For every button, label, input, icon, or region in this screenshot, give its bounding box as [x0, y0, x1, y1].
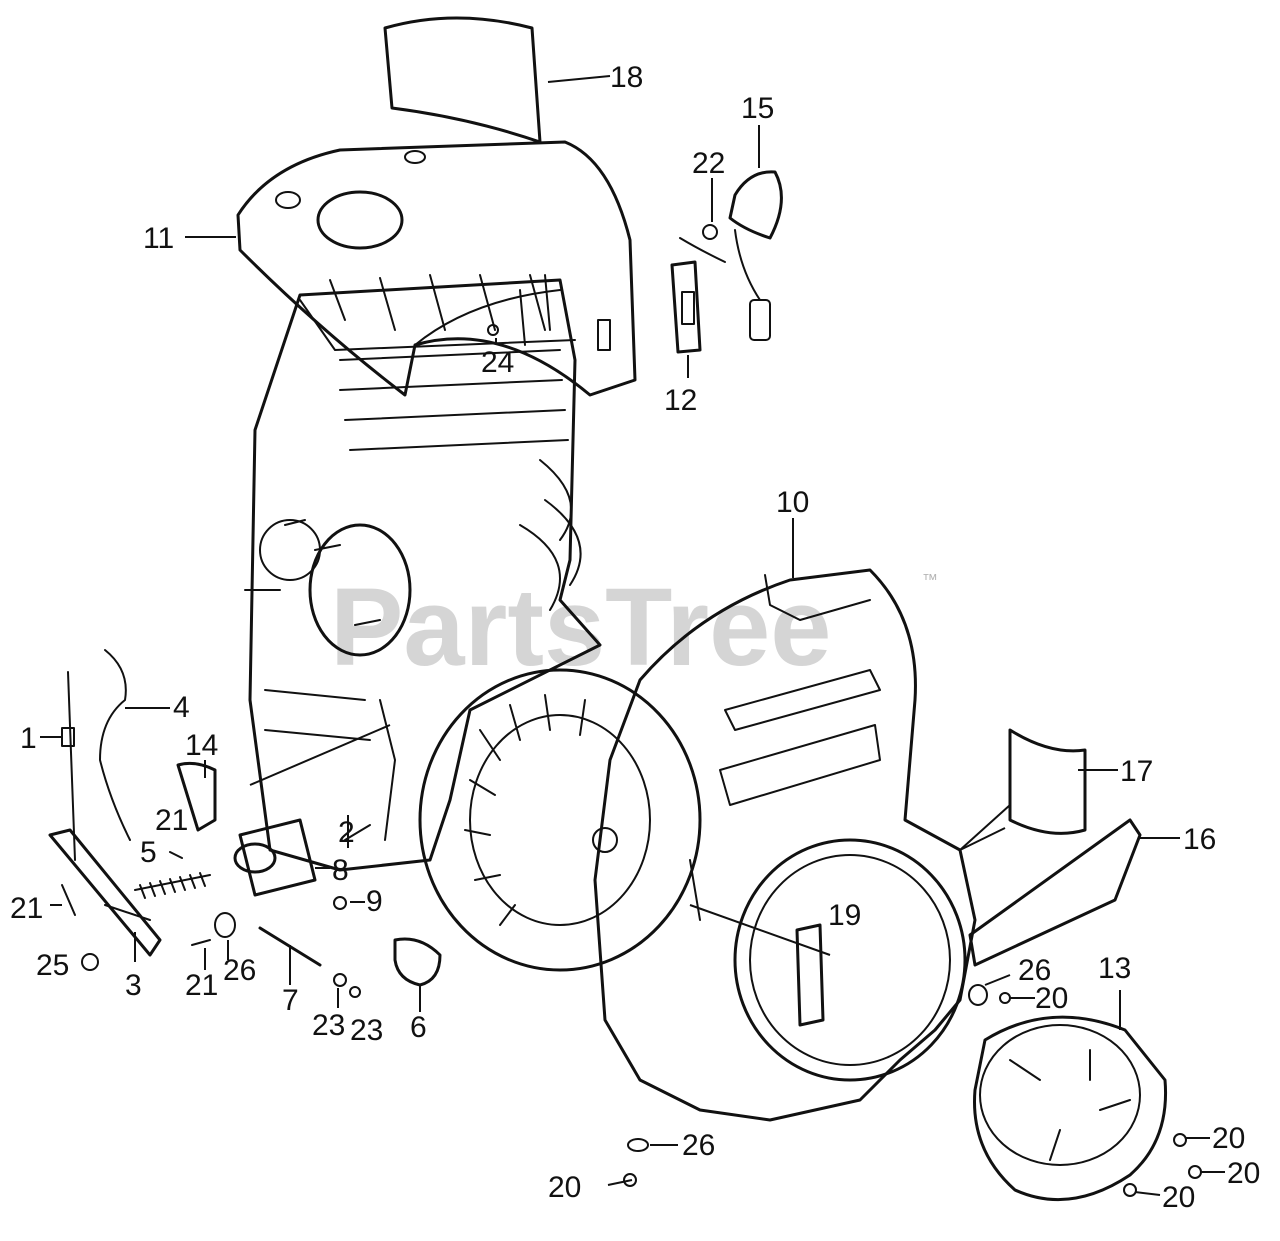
part-16-screen [968, 818, 1142, 967]
part-17-screen [1008, 728, 1087, 835]
part-4-rod [99, 649, 131, 841]
part-10-fan-housing [593, 568, 977, 1122]
callout-20b: 20 [548, 1171, 581, 1204]
callout-20c: 20 [1212, 1122, 1245, 1155]
part-23-nuts [333, 973, 361, 998]
part-15-ignition-cap [728, 170, 783, 341]
callout-4: 4 [173, 691, 190, 724]
callout-7: 7 [282, 984, 299, 1017]
callout-16: 16 [1183, 823, 1216, 856]
callout-20d: 20 [1227, 1157, 1260, 1190]
callout-3: 3 [125, 969, 142, 1002]
part-9-bolt [333, 896, 347, 910]
callout-20e: 20 [1162, 1181, 1195, 1214]
callout-1: 1 [20, 722, 37, 755]
part-8-governor-arm [233, 818, 317, 897]
callout-25: 25 [36, 949, 69, 982]
part-26-washers [214, 912, 988, 1152]
part-21-bolts [61, 851, 211, 946]
callout-13: 13 [1098, 952, 1131, 985]
callout-22: 22 [692, 147, 725, 180]
callout-23a: 23 [312, 1009, 345, 1042]
watermark-trademark: ™ [922, 572, 938, 589]
callout-17: 17 [1120, 755, 1153, 788]
callout-26b: 26 [1018, 954, 1051, 987]
part-5-spring [134, 872, 211, 899]
callout-2: 2 [338, 816, 355, 849]
part-12-plate [670, 260, 702, 354]
callout-20a: 20 [1035, 982, 1068, 1015]
callout-21b: 21 [10, 892, 43, 925]
callout-26c: 26 [682, 1129, 715, 1162]
part-3-lever [48, 828, 162, 957]
callout-19: 19 [828, 899, 861, 932]
part-18-seal-strip [383, 16, 542, 144]
callout-15: 15 [741, 92, 774, 125]
part-6-knob [393, 937, 442, 987]
flywheel [418, 668, 702, 972]
part-20-screws [623, 992, 1202, 1197]
callout-14: 14 [185, 729, 218, 762]
callout-12: 12 [664, 384, 697, 417]
part-13-starter-cup [973, 1015, 1168, 1202]
part-22-screw [679, 224, 726, 263]
callout-21c: 21 [185, 969, 218, 1002]
callout-23b: 23 [350, 1014, 383, 1047]
callout-11: 11 [143, 222, 174, 255]
part-25-nut [81, 953, 99, 971]
callout-24: 24 [481, 346, 514, 379]
callout-labels: 18 11 15 22 24 12 10 17 16 13 19 1 4 14 … [10, 61, 1260, 1214]
part-24-nut [487, 324, 499, 336]
callout-8: 8 [332, 854, 349, 887]
callout-6: 6 [410, 1011, 427, 1044]
callout-26a: 26 [223, 954, 256, 987]
part-19-plate [795, 923, 825, 1027]
part-2-bolt [344, 824, 371, 841]
part-11-cylinder-cover [236, 140, 637, 397]
callout-21a: 21 [155, 804, 188, 837]
callout-18: 18 [610, 61, 643, 94]
callout-9: 9 [366, 885, 383, 918]
callout-10: 10 [776, 486, 809, 519]
part-14-bracket [176, 761, 217, 832]
engine-block [244, 274, 602, 872]
leader-lines [40, 75, 1225, 1196]
watermark-brand: PartsTree [330, 566, 831, 689]
callout-5: 5 [140, 836, 157, 869]
